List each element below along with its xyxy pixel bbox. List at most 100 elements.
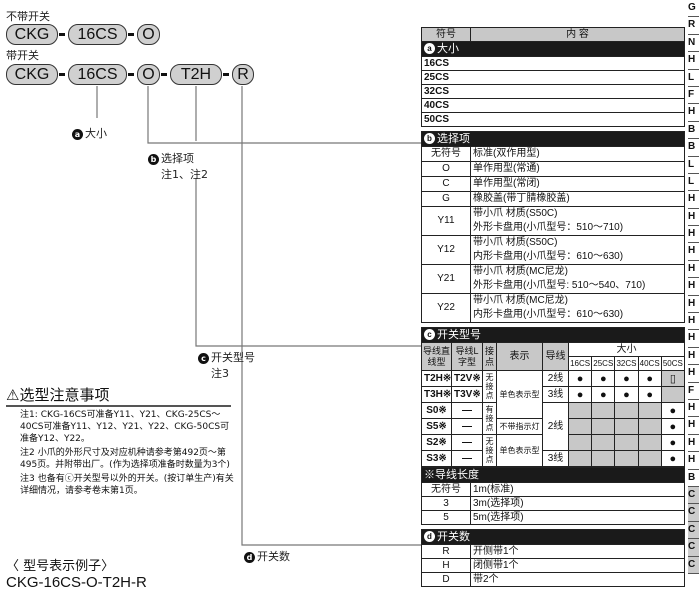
availability-mark [614,418,639,435]
availability-mark: ● [660,402,686,419]
switch-row: S3※—3线● [421,450,686,467]
no-switch-label: 不带开关 [6,10,50,23]
side-index-item[interactable]: H [688,313,699,331]
side-index-item[interactable]: H [688,330,699,348]
cautions: ⚠选型注意事项 注1:CKG-16CS可准备Y11、Y21、CKG-25CS～4… [6,384,236,497]
availability-mark: ● [567,386,593,403]
side-index-item[interactable]: C [688,486,699,505]
code-size: 16CS [68,24,127,45]
side-index-item[interactable]: H [688,365,699,383]
availability-mark [637,402,662,419]
code-ckg: CKG [6,24,58,45]
warning-icon: ⚠ [6,386,20,404]
side-index-item[interactable]: L [688,174,699,192]
caution-title: ⚠选型注意事项 [6,384,231,407]
availability-mark: ● [660,434,686,451]
availability-mark: ● [660,450,686,467]
side-index-item[interactable]: B [688,470,699,487]
side-index-item[interactable]: B [688,139,699,157]
size-row: 40CS [421,98,685,113]
switch-row: S5※—不带指示灯● [421,418,686,435]
note-1: 注1:CKG-16CS可准备Y11、Y21、CKG-25CS～40CS可准备Y1… [20,410,230,444]
side-index-item[interactable]: H [688,296,699,314]
switch-row: S2※—无接点单色表示型● [421,434,686,467]
dash [59,73,65,76]
availability-mark: ● [567,370,593,387]
dash [128,33,134,36]
option-row: 无符号标准(双作用型) [421,146,685,162]
header-symbol: 符号 [421,27,471,42]
availability-mark: ▯ [660,370,686,387]
availability-mark [591,418,616,435]
side-index-item[interactable]: F [688,87,699,105]
side-index-item[interactable]: C [688,539,699,557]
side-index-item[interactable]: H [688,417,699,435]
side-index-item[interactable]: L [688,157,699,174]
availability-mark [637,418,662,435]
availability-mark: ● [637,386,662,403]
with-switch-label: 带开关 [6,49,39,62]
side-index-item[interactable]: G [688,0,699,18]
size-row: 16CS [421,56,685,71]
availability-mark: ● [614,370,639,387]
dash [161,73,167,76]
availability-mark [637,434,662,451]
availability-mark [567,402,593,419]
side-index-item[interactable]: H [688,435,699,453]
dash [223,73,229,76]
side-index-item[interactable]: R [688,17,699,35]
code-count: R [232,64,254,85]
availability-mark [567,418,593,435]
side-index-item[interactable]: H [688,226,699,244]
availability-mark: ● [637,370,662,387]
dash [59,33,65,36]
size-row: 50CS [421,112,685,127]
code-option: O [137,24,160,45]
availability-mark [591,450,616,467]
side-index-item[interactable]: H [688,452,699,470]
availability-mark: ● [660,418,686,435]
side-index-item[interactable]: C [688,521,699,540]
side-index-item[interactable]: F [688,383,699,400]
side-index-item[interactable]: C [688,504,699,522]
side-index-item[interactable]: H [688,348,699,366]
side-index-item[interactable]: C [688,556,699,574]
side-index-item[interactable]: H [688,400,699,418]
size-row: 32CS [421,84,685,99]
availability-mark: ● [591,370,616,387]
code-ckg: CKG [6,64,58,85]
code-option: O [137,64,160,85]
availability-mark: ● [614,386,639,403]
side-index-item[interactable]: H [688,278,699,296]
side-index-item[interactable]: B [688,122,699,140]
side-index-item[interactable]: H [688,191,699,209]
availability-mark [614,450,639,467]
side-index-item[interactable]: H [688,52,699,70]
size-row: 25CS [421,70,685,85]
side-index-item[interactable]: H [688,261,699,279]
side-index-item[interactable]: H [688,209,699,227]
availability-mark [637,450,662,467]
side-index-item[interactable]: L [688,70,699,87]
side-index-item[interactable]: H [688,104,699,122]
side-index-item[interactable]: H [688,243,699,261]
side-index-item[interactable]: N [688,35,699,53]
